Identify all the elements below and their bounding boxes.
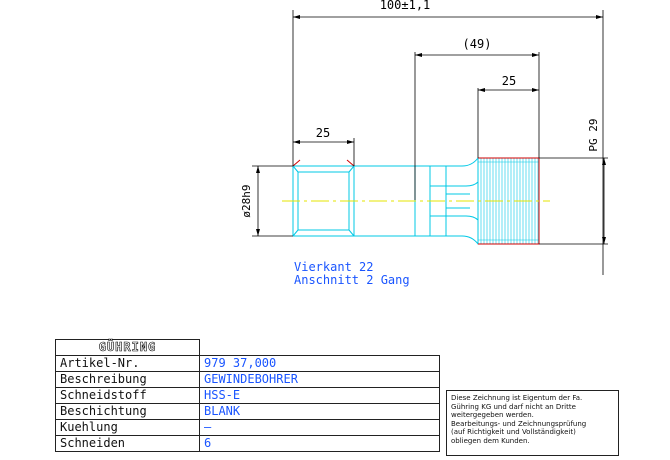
brand-spacer xyxy=(199,339,440,356)
row-value: 979 37,000 xyxy=(199,355,440,372)
row-label: Kuehlung xyxy=(55,419,200,436)
row-label: Beschichtung xyxy=(55,403,200,420)
dim-shank-diameter: ø28h9 xyxy=(240,184,253,217)
row-value: HSS-E xyxy=(199,387,440,404)
table-row: Artikel-Nr. 979 37,000 xyxy=(55,355,440,372)
row-value: BLANK xyxy=(199,403,440,420)
note-square: Vierkant 22 xyxy=(294,260,373,274)
table-row: Beschichtung BLANK xyxy=(55,403,440,420)
tap-technical-drawing: 100±1,1 (49) 25 25 ø28h9 PG 29 Vierkant … xyxy=(240,0,608,287)
dim-thread-length: 25 xyxy=(502,74,516,88)
dim-reference-length: (49) xyxy=(463,37,492,51)
row-label: Schneidstoff xyxy=(55,387,200,404)
row-value: GEWINDEBOHRER xyxy=(199,371,440,388)
table-row: Schneiden 6 xyxy=(55,435,440,452)
notice-line: Bearbeitungs- und Zeichnungsprüfung xyxy=(451,419,587,428)
table-row: Schneidstoff HSS-E xyxy=(55,387,440,404)
row-value: – xyxy=(199,419,440,436)
title-block-table: GÜHRING Artikel-Nr. 979 37,000 Beschreib… xyxy=(55,339,440,452)
notice-line: weitergegeben werden. xyxy=(451,411,534,419)
table-row: Beschreibung GEWINDEBOHRER xyxy=(55,371,440,388)
row-label: Beschreibung xyxy=(55,371,200,388)
copyright-notice: Diese Zeichnung ist Eigentum der Fa. Güh… xyxy=(446,390,619,456)
dim-square-length: 25 xyxy=(316,126,330,140)
dim-overall-length: 100±1,1 xyxy=(380,0,431,12)
dimension-arrows xyxy=(256,15,606,244)
notice-line: Diese Zeichnung ist Eigentum der Fa. xyxy=(451,394,583,402)
row-label: Artikel-Nr. xyxy=(55,355,200,372)
brand-row: GÜHRING xyxy=(55,339,440,356)
brand-logo: GÜHRING xyxy=(55,339,200,356)
table-row: Kuehlung – xyxy=(55,419,440,436)
notice-line: Gühring KG und darf nicht an Dritte xyxy=(451,402,576,411)
note-chamfer: Anschnitt 2 Gang xyxy=(294,273,410,287)
notice-line: (auf Richtigkeit und Vollständigkeit) xyxy=(451,428,576,436)
row-label: Schneiden xyxy=(55,435,200,452)
row-value: 6 xyxy=(199,435,440,452)
dimension-lines xyxy=(252,10,608,275)
notice-line: obliegen dem Kunden. xyxy=(451,436,530,445)
neck-flutes xyxy=(430,157,479,245)
dim-thread-size: PG 29 xyxy=(587,118,600,151)
